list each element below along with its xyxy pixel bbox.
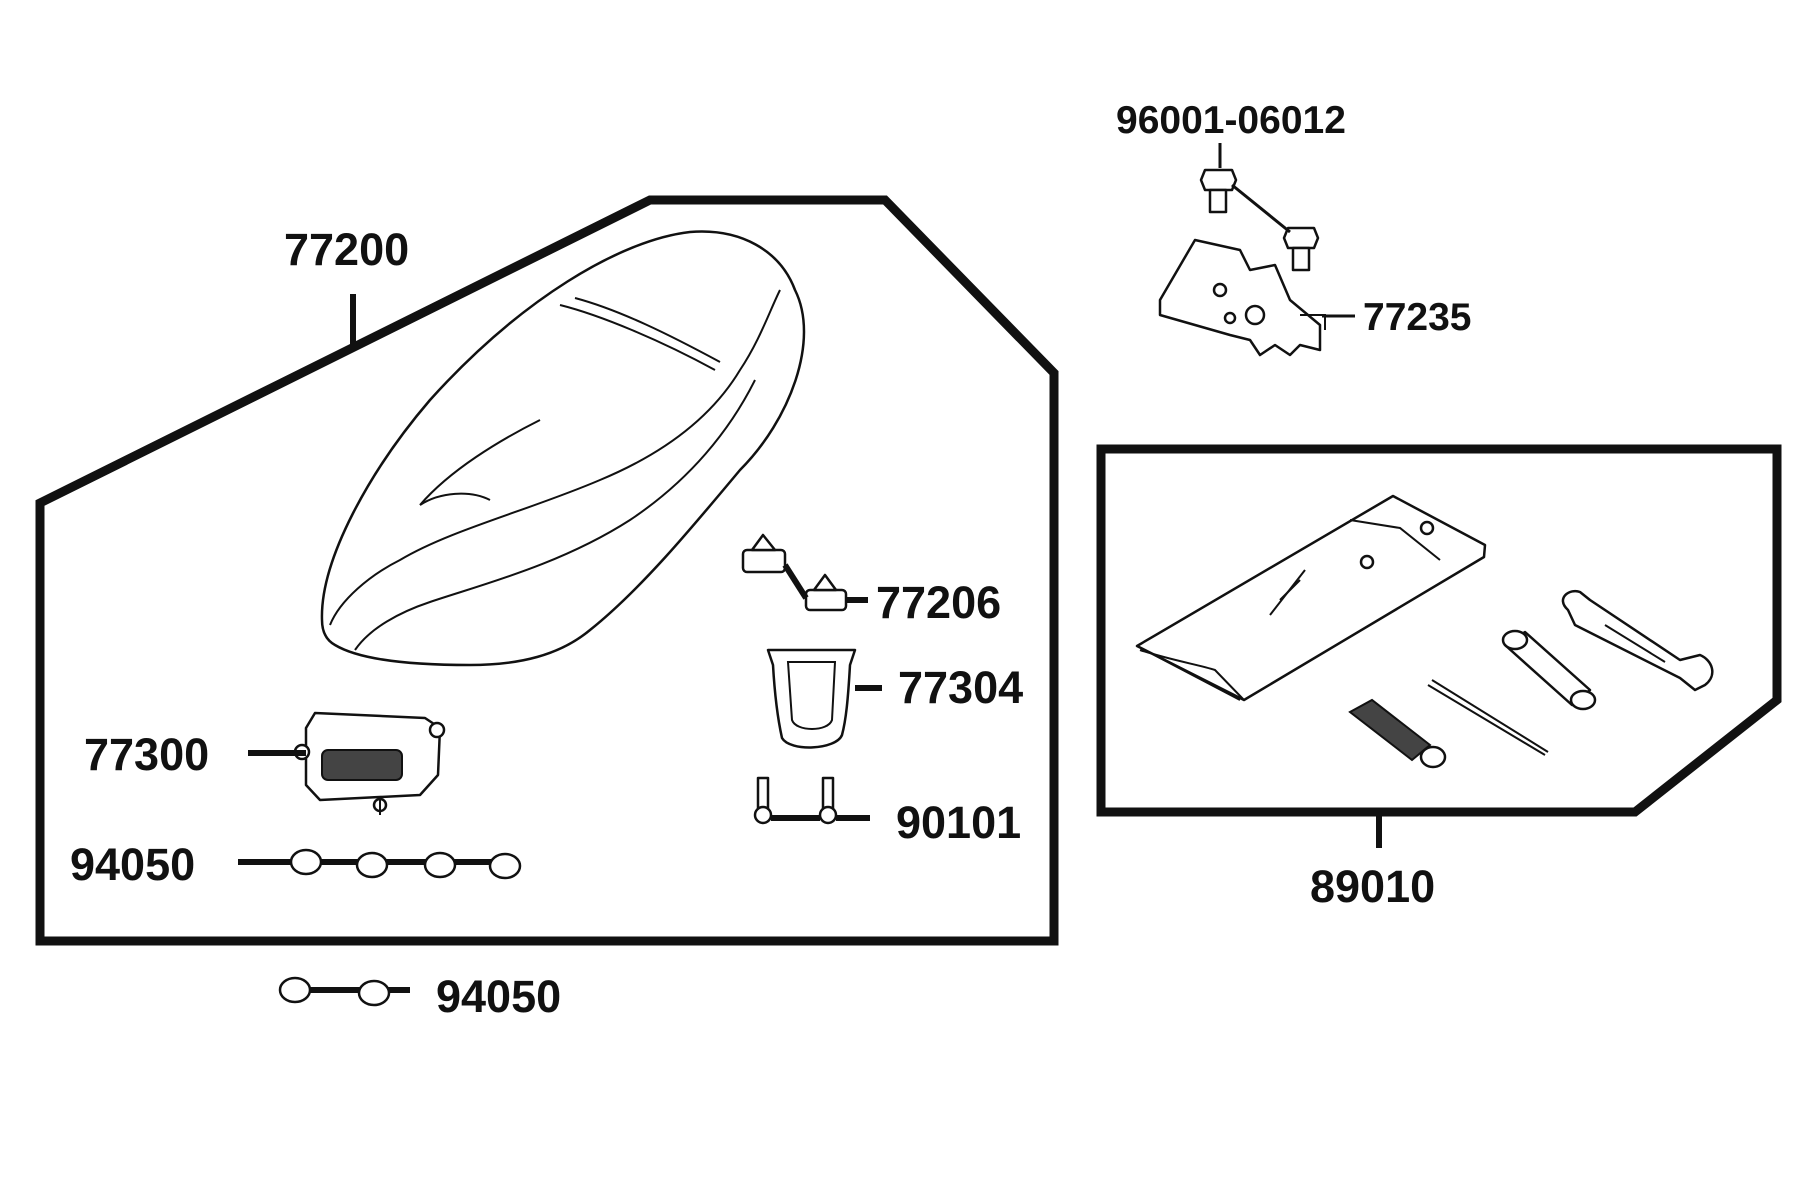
nut-row-inner [238,848,522,880]
label-hook: 77304 [898,662,1023,713]
seat-hinge-part [293,711,446,815]
label-nut-inner: 94050 [70,839,195,890]
label-damper: 77206 [876,577,1001,628]
label-screw: 90101 [896,797,1021,848]
seat-latch-part [1158,238,1326,357]
screw-part [753,776,870,825]
label-seat: 77200 [284,224,409,275]
label-latch: 77235 [1363,296,1471,339]
seat-group-frame [35,195,1059,946]
bolt-part [1199,168,1320,272]
label-bolt: 96001-06012 [1116,99,1346,142]
label-hinge: 77300 [84,729,209,780]
label-toolkit: 89010 [1310,861,1435,912]
toolkit-frame [1096,444,1782,817]
nut-row-outer [278,976,410,1007]
damper-rubber-part [741,533,868,612]
seat-part [320,230,806,667]
label-nut-outer: 94050 [436,971,561,1022]
seat-hook-part [766,648,882,749]
toolkit-part [1135,494,1714,769]
